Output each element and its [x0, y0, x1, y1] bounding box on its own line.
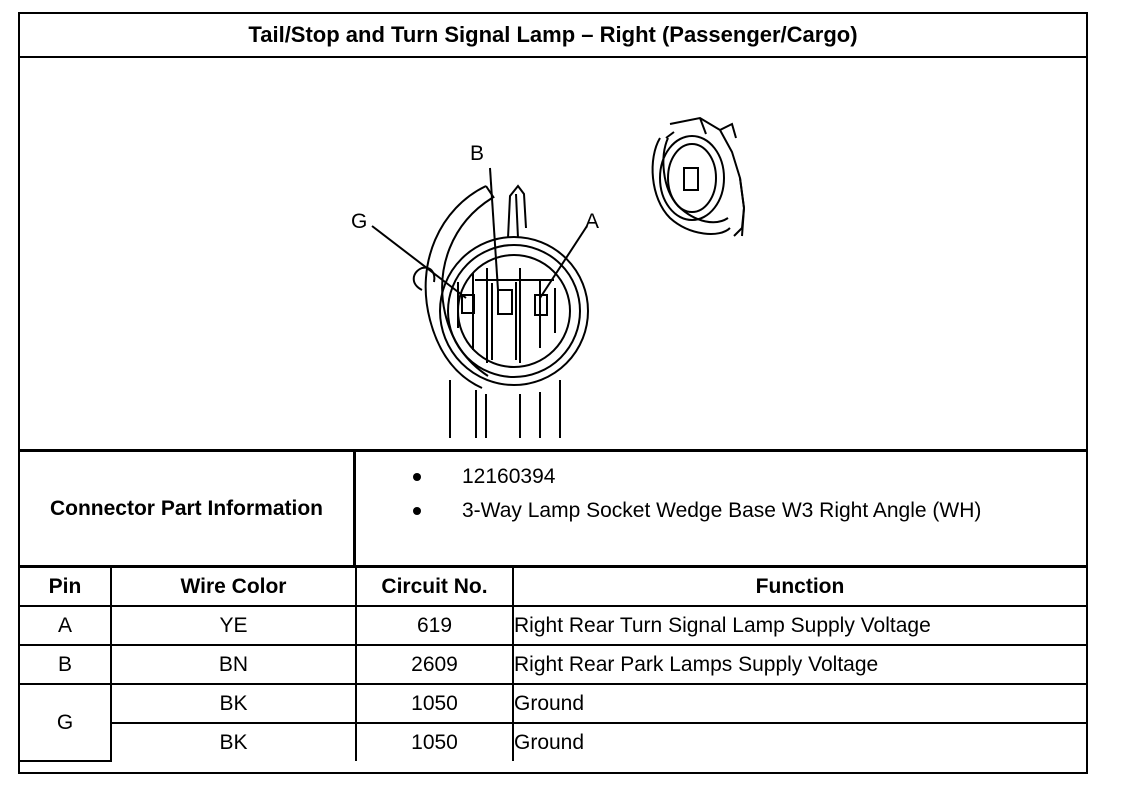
- function-cell: Right Rear Park Lamps Supply Voltage: [512, 644, 1086, 685]
- wire-color-cell: BN: [110, 644, 357, 685]
- pin-cell: B: [20, 644, 112, 685]
- pin-label-b: B: [470, 142, 484, 165]
- function-cell: Ground: [512, 722, 1086, 761]
- bullet-icon: [413, 473, 421, 481]
- circuit-cell: 2609: [355, 644, 514, 685]
- part-description: 3-Way Lamp Socket Wedge Base W3 Right An…: [462, 499, 982, 522]
- connector-info-list: 12160394 3-Way Lamp Socket Wedge Base W3…: [356, 452, 1086, 565]
- circuit-cell: 1050: [355, 722, 514, 761]
- connector-3d-view: [651, 116, 746, 237]
- wire-color-cell: BK: [111, 722, 357, 761]
- function-cell: Right Rear Turn Signal Lamp Supply Volta…: [512, 605, 1086, 646]
- table-header-row: Pin Wire Color Circuit No. Function: [20, 568, 1086, 607]
- connector-part-info: Connector Part Information 12160394 3-Wa…: [20, 452, 1086, 568]
- circuit-cell: 619: [355, 605, 514, 646]
- header-wire-color: Wire Color: [110, 568, 357, 607]
- connector-face-view: [412, 184, 589, 438]
- header-circuit: Circuit No.: [355, 568, 514, 607]
- page-title: Tail/Stop and Turn Signal Lamp – Right (…: [20, 14, 1086, 58]
- function-cell: Ground: [512, 683, 1086, 724]
- pin-label-a: A: [585, 210, 599, 233]
- list-item: 3-Way Lamp Socket Wedge Base W3 Right An…: [356, 496, 1086, 526]
- pin-label-g: G: [351, 210, 367, 233]
- list-item: 12160394: [356, 462, 1086, 492]
- header-pin: Pin: [20, 568, 112, 607]
- circuit-cell: 1050: [355, 683, 514, 724]
- bullet-icon: [413, 507, 421, 515]
- table-row: BK 1050 Ground: [20, 722, 1086, 761]
- header-function: Function: [512, 568, 1086, 607]
- connector-sheet: Tail/Stop and Turn Signal Lamp – Right (…: [18, 12, 1088, 774]
- part-number: 12160394: [462, 465, 556, 488]
- pin-cell: A: [20, 605, 112, 646]
- table-row: G BK 1050 Ground: [20, 683, 1086, 762]
- connector-drawing: B G A: [351, 116, 746, 438]
- pin-table: Pin Wire Color Circuit No. Function A YE…: [20, 568, 1086, 762]
- connector-info-label: Connector Part Information: [20, 452, 356, 565]
- wire-color-cell: YE: [110, 605, 357, 646]
- wire-color-cell: BK: [110, 683, 357, 724]
- connector-diagram: B G A: [20, 58, 1086, 452]
- table-row: B BN 2609 Right Rear Park Lamps Supply V…: [20, 644, 1086, 685]
- pin-cell: G: [20, 683, 112, 762]
- table-row: A YE 619 Right Rear Turn Signal Lamp Sup…: [20, 605, 1086, 646]
